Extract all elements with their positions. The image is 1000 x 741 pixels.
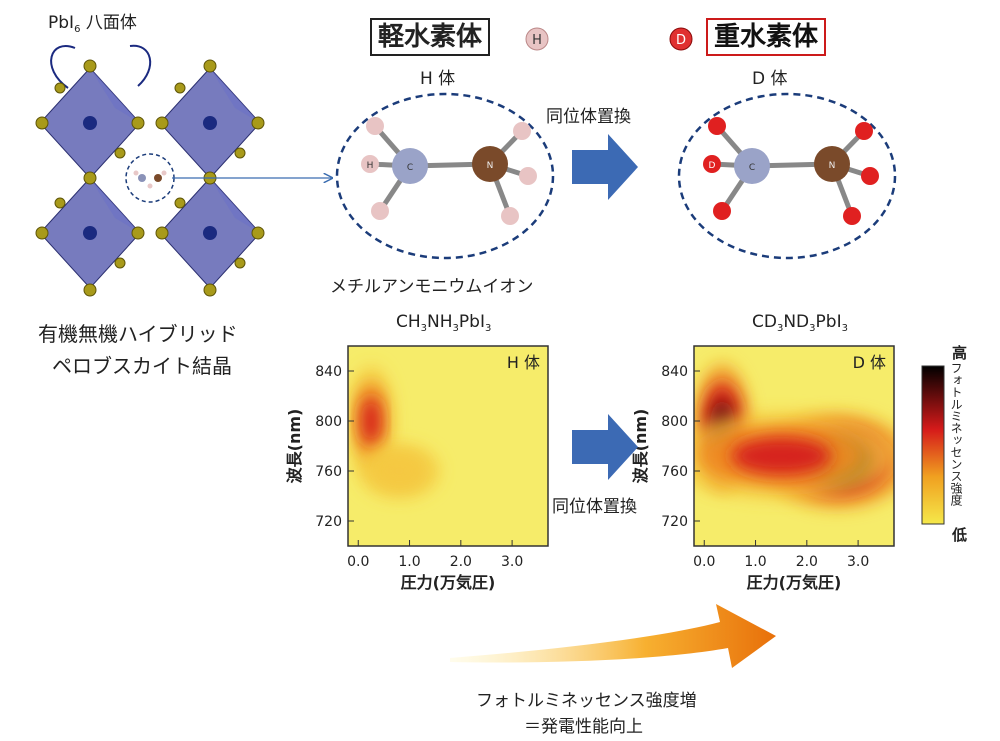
h-atom-badge-icon: H — [525, 27, 549, 51]
heatmap-intensity-blob — [361, 396, 382, 446]
svg-text:D: D — [676, 33, 686, 48]
y-tick-label: 840 — [661, 364, 688, 380]
d-atom-badge-icon: D — [669, 27, 693, 51]
panel-label: H 体 — [507, 353, 540, 372]
y-tick-label: 760 — [661, 464, 688, 480]
bottom-line2: ＝発電性能向上 — [524, 717, 643, 737]
heavy-sub: D 体 — [752, 69, 788, 89]
y-axis-label: 波長(nm) — [286, 409, 304, 484]
y-tick-label: 800 — [661, 414, 688, 430]
heatmap-d: 840 800 760 720 0.0 1.0 2.0 3.0 圧力(万気圧) 波長(nm) D 体 — [632, 345, 895, 592]
svg-text:N: N — [829, 161, 836, 171]
light-title: 軽水素体 — [370, 18, 491, 56]
light-sub: H 体 — [420, 69, 456, 89]
substitution-arrow-icon — [572, 414, 638, 480]
heatmap-intensity-blob — [730, 436, 832, 476]
heavy-title: 重水素体 — [706, 18, 827, 56]
y-tick-label: 760 — [315, 464, 342, 480]
x-axis-label: 圧力(万気圧) — [747, 573, 842, 592]
y-tick-label: 720 — [661, 514, 688, 530]
x-tick-label: 3.0 — [847, 554, 869, 570]
x-tick-label: 0.0 — [693, 554, 715, 570]
x-tick-label: 2.0 — [796, 554, 818, 570]
y-tick-label: 840 — [315, 364, 342, 380]
molecule-caption: メチルアンモニウムイオン — [330, 277, 534, 297]
top-arrow-label: 同位体置換 — [546, 107, 631, 127]
panel-label: D 体 — [853, 353, 886, 372]
perovskite-crystal — [35, 44, 265, 297]
bottom-line1: フォトルミネッセンス強度増 — [476, 691, 697, 711]
y-tick-label: 720 — [315, 514, 342, 530]
colorbar-low: 低 — [952, 526, 968, 544]
colorbar — [921, 365, 945, 525]
bottom-arrow-label: 同位体置換 — [552, 497, 637, 517]
svg-text:N: N — [487, 161, 494, 171]
svg-text:H: H — [532, 33, 542, 48]
plot-frame — [693, 345, 895, 547]
heatmap-intensity-blob — [381, 458, 418, 484]
chart-d-title: CD3ND3PbI3 — [752, 312, 848, 334]
substitution-arrow-icon — [572, 134, 638, 200]
colorbar-label: フォトルミネッセンス強度 — [949, 362, 963, 506]
octahedron-bracket — [50, 45, 76, 89]
x-tick-label: 0.0 — [347, 554, 369, 570]
crystal-caption-line2: ペロブスカイト結晶 — [52, 354, 232, 378]
y-axis-label: 波長(nm) — [632, 409, 650, 484]
crystal-caption-line1: 有機無機ハイブリッド — [38, 322, 238, 346]
x-tick-label: 2.0 — [450, 554, 472, 570]
y-tick-label: 800 — [315, 414, 342, 430]
plot-frame — [347, 345, 549, 547]
x-tick-label: 1.0 — [398, 554, 420, 570]
chart-h-title: CH3NH3PbI3 — [396, 312, 492, 334]
svg-text:C: C — [407, 163, 413, 173]
light-molecule: H C N — [335, 92, 555, 260]
x-tick-label: 3.0 — [501, 554, 523, 570]
x-axis-label: 圧力(万気圧) — [401, 573, 496, 592]
x-tick-label: 1.0 — [744, 554, 766, 570]
colorbar-high: 高 — [952, 344, 968, 362]
svg-text:D: D — [709, 161, 716, 171]
svg-text:H: H — [367, 161, 374, 171]
heavy-molecule: D C N — [677, 92, 897, 260]
svg-text:C: C — [749, 163, 755, 173]
heatmap-h: 840 800 760 720 0.0 1.0 2.0 3.0 圧力(万気圧) 波長(nm) H 体 — [286, 345, 549, 592]
increase-arrow-icon — [450, 604, 776, 668]
octahedron-label: PbI6 八面体 — [48, 13, 137, 35]
